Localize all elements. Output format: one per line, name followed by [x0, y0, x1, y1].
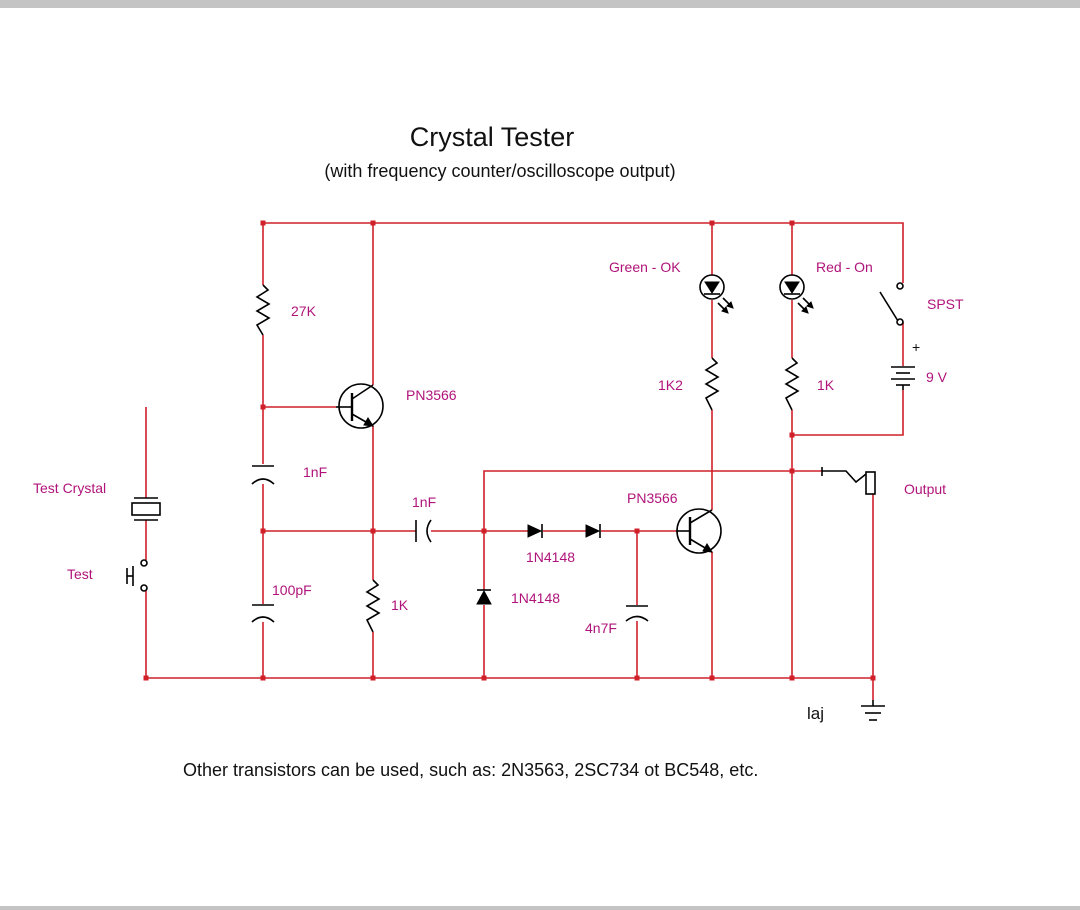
label-green-led: Green - OK: [609, 259, 681, 275]
label-plus: +: [912, 339, 920, 355]
signature: laj: [807, 704, 824, 723]
crystal-icon: [131, 497, 161, 521]
battery-icon: [891, 366, 915, 390]
label-spst: SPST: [927, 296, 964, 312]
label-c1nf-a: 1nF: [303, 464, 327, 480]
led-green-icon: [699, 274, 734, 314]
wires: [145, 222, 904, 700]
label-d1: 1N4148: [526, 549, 575, 565]
label-27k: 27K: [291, 303, 317, 319]
ground-icon: [861, 700, 885, 721]
label-c1nf-b: 1nF: [412, 494, 436, 510]
label-test-crystal: Test Crystal: [33, 480, 106, 496]
label-r1k-b: 1K: [817, 377, 835, 393]
diode-2-icon: [585, 524, 601, 538]
label-q1: PN3566: [406, 387, 457, 403]
diode-detector-icon: [476, 589, 492, 605]
capacitor-coupling-icon: [415, 519, 432, 543]
push-button-icon: [126, 559, 148, 592]
top-border: [0, 0, 1080, 8]
label-d2: 1N4148: [511, 590, 560, 606]
label-output: Output: [904, 481, 946, 497]
capacitor-100pf-icon: [251, 604, 275, 623]
diagram-title: Crystal Tester: [410, 122, 575, 152]
label-red-led: Red - On: [816, 259, 873, 275]
footnote: Other transistors can be used, such as: …: [183, 760, 758, 780]
resistor-1k-emitter-icon: [365, 579, 381, 633]
output-jack-icon: [821, 467, 876, 495]
label-test: Test: [67, 566, 93, 582]
resistor-1k2-icon: [704, 357, 720, 411]
label-r1k-a: 1K: [391, 597, 409, 613]
bottom-border: [0, 906, 1080, 910]
label-r1k2: 1K2: [658, 377, 683, 393]
label-c4n7: 4n7F: [585, 620, 617, 636]
switch-spst-icon: [879, 282, 904, 326]
capacitor-4n7-icon: [625, 605, 649, 622]
capacitor-1nf-icon: [251, 465, 275, 485]
diagram-subtitle: (with frequency counter/oscilloscope out…: [324, 161, 675, 181]
label-battery: 9 V: [926, 369, 948, 385]
resistor-27k-icon: [255, 284, 271, 336]
led-red-icon: [779, 274, 814, 314]
label-q2: PN3566: [627, 490, 678, 506]
label-c100pf: 100pF: [272, 582, 312, 598]
junction-dots: [143, 220, 876, 681]
diode-1-icon: [527, 524, 543, 538]
resistor-1k-led-icon: [784, 357, 800, 411]
transistor-q2-icon: [676, 508, 722, 554]
transistor-q1-icon: [336, 383, 384, 429]
